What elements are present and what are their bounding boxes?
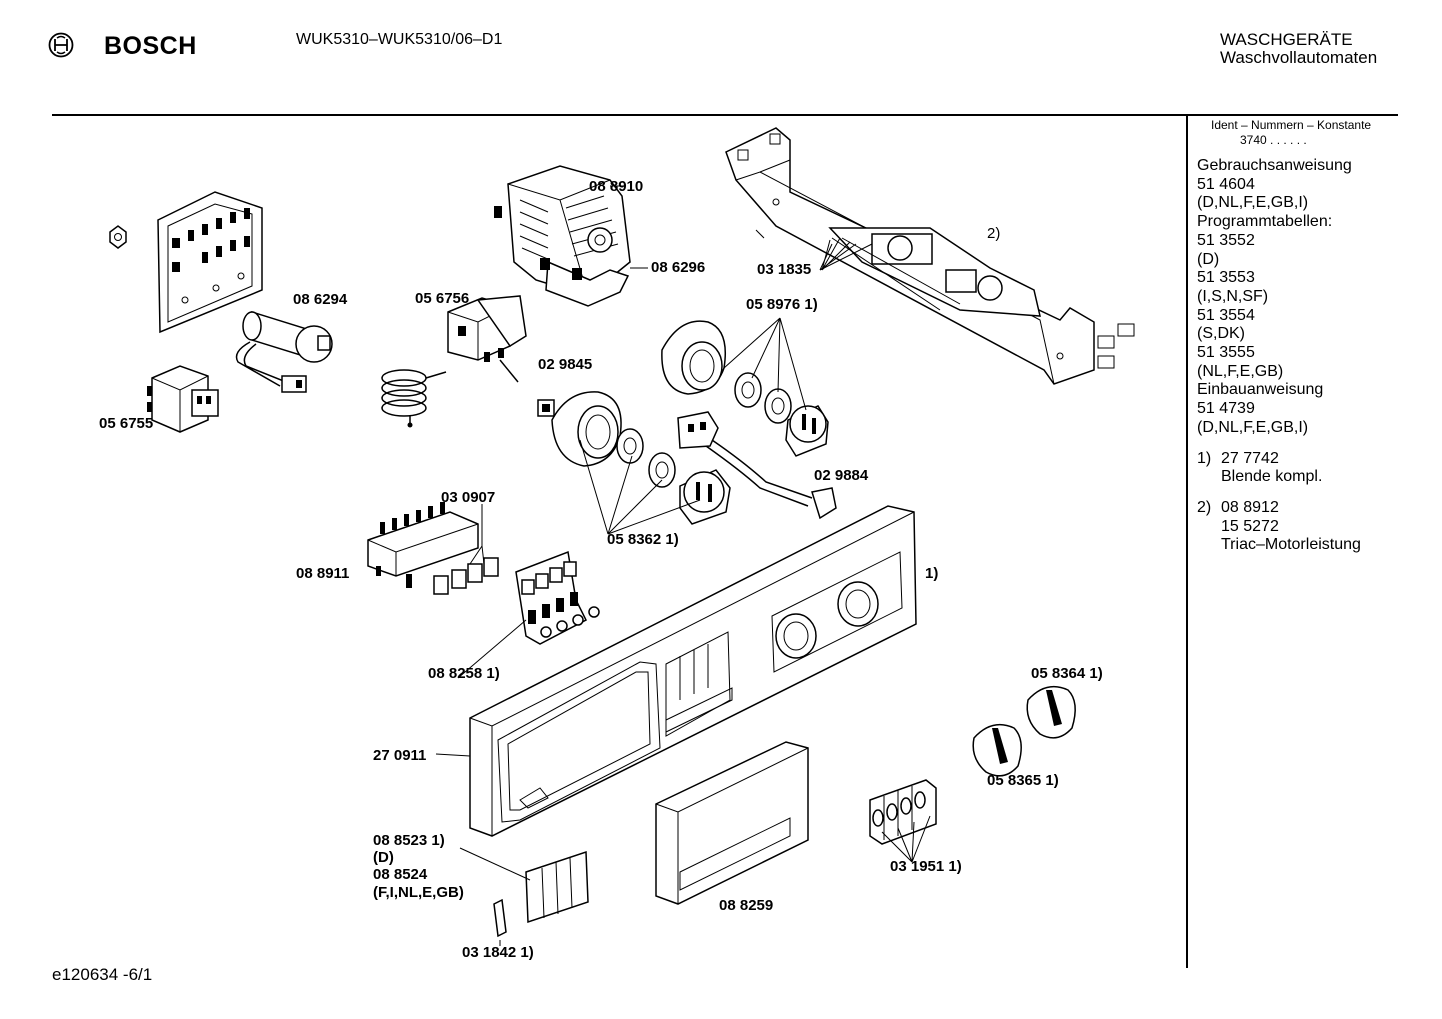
indicator-light-pin <box>493 898 507 938</box>
part-label: 05 8976 1) <box>746 296 818 313</box>
part-label: 08 8910 <box>589 178 644 195</box>
bosch-logo-icon <box>48 32 74 58</box>
part-label: 1) <box>925 565 939 582</box>
part-label: 05 6756 <box>415 290 470 307</box>
part-label: 05 8365 1) <box>987 772 1059 789</box>
part-label: 08 8258 1) <box>428 665 500 682</box>
part-label: 08 8259 <box>719 897 774 914</box>
note-2-line: Triac–Motorleistung <box>1221 536 1361 554</box>
doc-line: Programmtabellen: <box>1197 213 1333 231</box>
leader-lines <box>435 185 931 946</box>
ident-heading: Ident – Nummern – Konstante <box>1211 118 1372 132</box>
programme-label-card <box>525 850 589 924</box>
part-label: 08 6294 <box>293 291 348 308</box>
doc-line: (D,NL,F,E,GB,I) <box>1197 418 1309 436</box>
drawer-handle <box>655 741 809 905</box>
category-subtitle: Waschvollautomaten <box>1220 48 1378 67</box>
doc-line: (D) <box>1197 250 1220 268</box>
doc-line: (D,NL,F,E,GB,I) <box>1197 194 1309 212</box>
doc-line: Einbauanweisung <box>1197 381 1324 399</box>
doc-line: (S,DK) <box>1197 325 1245 343</box>
drawing-code: e120634 -6/1 <box>52 965 153 984</box>
part-label: 08 8523 1) <box>373 832 445 849</box>
part-label: 02 9845 <box>538 356 593 373</box>
transformer-part <box>147 365 219 433</box>
doc-line: 51 3552 <box>1197 231 1255 249</box>
heater-coil <box>381 369 447 428</box>
note-1-line: 27 7742 <box>1221 449 1279 467</box>
note-2-line: 15 5272 <box>1221 517 1279 535</box>
note-2-number: 2) <box>1197 498 1212 516</box>
doc-line: 51 4604 <box>1197 175 1255 193</box>
part-label: (D) <box>373 849 394 866</box>
switch-contact-block <box>367 502 499 595</box>
doc-line: 51 4739 <box>1197 400 1255 418</box>
sensor-cable <box>677 411 837 520</box>
programme-knob-cover <box>661 320 726 395</box>
part-label: 27 0911 <box>373 747 427 764</box>
selector-knob <box>972 685 1076 777</box>
temperature-knob <box>537 391 622 467</box>
doc-line: 51 3553 <box>1197 269 1255 287</box>
part-label: 02 9884 <box>814 467 869 484</box>
control-board-bracket <box>109 191 263 334</box>
doc-line: Gebrauchsanweisung <box>1197 157 1352 174</box>
note-2: 2) 08 8912 15 5272 Triac–Motorleistung <box>1197 499 1437 555</box>
front-fascia-panel <box>469 505 917 837</box>
parts-sidebar: Ident – Nummern – Konstante 3740 . . . .… <box>1197 118 1437 555</box>
doc-line: 51 3554 <box>1197 306 1255 324</box>
part-label: 05 6755 <box>99 415 154 432</box>
note-1-number: 1) <box>1197 449 1212 467</box>
note-1-line: Blende kompl. <box>1221 468 1323 486</box>
ident-value: 3740 . . . . . . <box>1240 133 1307 147</box>
part-label: 08 6296 <box>651 259 706 276</box>
brand-name: BOSCH <box>104 32 197 60</box>
knob-ring <box>616 428 731 525</box>
part-label: 08 8911 <box>296 565 350 582</box>
model-number: WUK5310–WUK5310/06–D1 <box>296 31 503 48</box>
part-label: 03 1951 1) <box>890 858 962 875</box>
part-label: 03 1835 <box>757 261 812 278</box>
door-lock-switch <box>447 295 527 383</box>
note-2-line: 08 8912 <box>1221 498 1279 516</box>
part-label: (F,I,NL,E,GB) <box>373 884 464 901</box>
push-button-caps <box>869 779 937 845</box>
part-label: 08 8524 <box>373 866 428 883</box>
part-label: 2) <box>987 225 1001 242</box>
part-label: 05 8362 1) <box>607 531 679 548</box>
capacitor-part <box>235 310 333 393</box>
part-label: 05 8364 1) <box>1031 665 1103 682</box>
part-label: 03 1842 1) <box>462 944 534 961</box>
doc-line: (I,S,N,SF) <box>1197 287 1269 305</box>
note-1: 1) 27 7742 Blende kompl. <box>1197 450 1437 487</box>
doc-line: 51 3555 <box>1197 344 1255 362</box>
doc-line: (NL,F,E,GB) <box>1197 362 1284 380</box>
programme-timer-unit <box>494 165 631 307</box>
category-title: WASCHGERÄTE <box>1220 30 1353 49</box>
push-button-switch-unit <box>515 550 600 645</box>
sidebar-divider <box>1186 116 1188 968</box>
header-divider <box>52 114 1398 116</box>
electronics-board-bracket <box>725 127 1135 385</box>
knob-ring <box>734 372 829 457</box>
part-label: 03 0907 <box>441 489 496 506</box>
